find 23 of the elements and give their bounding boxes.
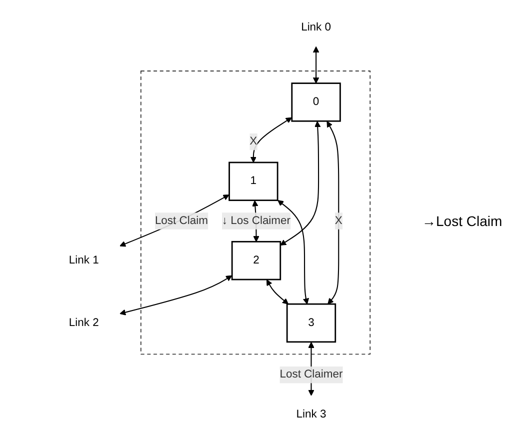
arrow bbox=[250, 117, 292, 163]
arrow bbox=[120, 194, 230, 247]
arrow bbox=[120, 275, 232, 316]
arrow bbox=[266, 280, 289, 304]
node-text: Link 1 bbox=[68, 254, 99, 266]
arrow bbox=[278, 200, 309, 304]
arrow bbox=[280, 121, 321, 246]
edge-label: Lost Claim bbox=[154, 214, 208, 227]
edge-label: Lost Claimer bbox=[280, 368, 343, 380]
arrow bbox=[326, 121, 340, 304]
node-box: 2 bbox=[231, 240, 282, 280]
edge-label: X bbox=[334, 214, 342, 227]
edge-label: ↓ Los Claimer bbox=[222, 214, 290, 227]
node-box: 3 bbox=[286, 303, 336, 343]
cluster bbox=[140, 70, 370, 355]
node-text: Link 0 bbox=[301, 21, 332, 34]
node-box: 0 bbox=[291, 82, 341, 122]
arrow bbox=[312, 46, 320, 84]
node-box: 1 bbox=[228, 162, 278, 202]
edge-label: X bbox=[250, 135, 258, 148]
node-text: Link 2 bbox=[68, 316, 99, 329]
node-text: Link 3 bbox=[296, 408, 326, 420]
note-text: →Lost Claim bbox=[422, 213, 504, 229]
